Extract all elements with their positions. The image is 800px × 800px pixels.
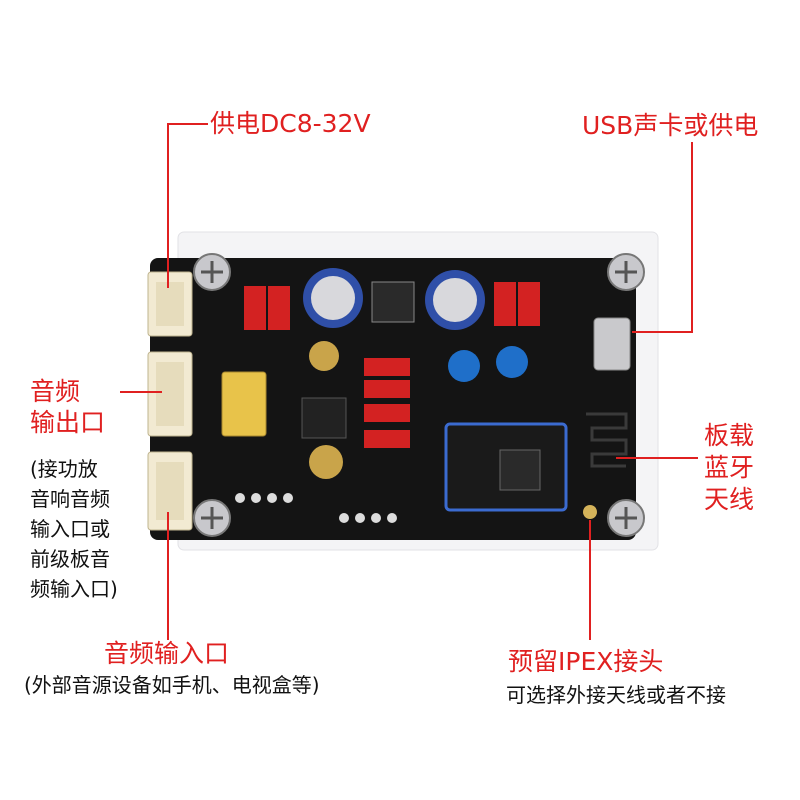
ipex-connector [583,505,597,519]
callout-line [120,123,698,640]
audio-out-note: (接功放 音响音频 输入口或 前级板音 频输入口) [30,454,118,604]
antenna-label-line: 天线 [704,485,755,514]
small-capacitor [309,341,339,371]
audio-out-note-line: 前级板音 [30,547,110,571]
electrolytic-capacitor [303,268,363,328]
screw-icon [607,499,645,537]
usb-label: USB声卡或供电 [582,111,759,140]
antenna-label-line: 蓝牙 [704,453,755,482]
antenna-label-line: 板载 [704,421,755,450]
audio-out-label-line: 输出口 [30,408,106,437]
film-capacitor [364,380,410,398]
audio-out-label-line: 音频 [30,377,81,406]
ipex-note: 可选择外接天线或者不接 [506,683,726,707]
audio-out-note-line: 音响音频 [30,487,110,511]
film-capacitor [364,358,410,376]
voltage-regulator [371,281,415,323]
film-capacitor [518,282,540,326]
screw-icon [193,253,231,291]
audio-out-connector [147,351,193,437]
antenna-label: 板载 蓝牙 天线 [704,420,754,516]
small-capacitor [448,350,480,382]
usb-port [593,317,631,371]
screw-icon [193,499,231,537]
ic-chip [301,397,347,439]
bluetooth-chip [499,449,541,491]
electrolytic-capacitor [425,270,485,330]
screw-icon [607,253,645,291]
audio-in-label: 音频输入口 [104,639,230,668]
audio-out-note-line: 输入口或 [30,517,110,541]
audio-out-note-line: 频输入口) [30,577,118,601]
audio-out-note-line: (接功放 [30,457,98,481]
audio-in-connector [147,451,193,531]
film-capacitor [364,430,410,448]
pcb-antenna [586,412,628,468]
film-capacitor [364,404,410,422]
audio-out-label: 音频 输出口 [30,376,105,438]
small-capacitor [496,346,528,378]
audio-in-note: (外部音源设备如手机、电视盒等) [24,673,320,697]
pin-header [235,493,397,523]
power-connector [147,271,193,337]
small-capacitor [309,445,343,479]
film-capacitor [244,286,266,330]
film-capacitor [268,286,290,330]
relay [221,371,267,437]
power-label: 供电DC8-32V [210,109,371,138]
film-capacitor [494,282,516,326]
ipex-label: 预留IPEX接头 [508,647,664,676]
